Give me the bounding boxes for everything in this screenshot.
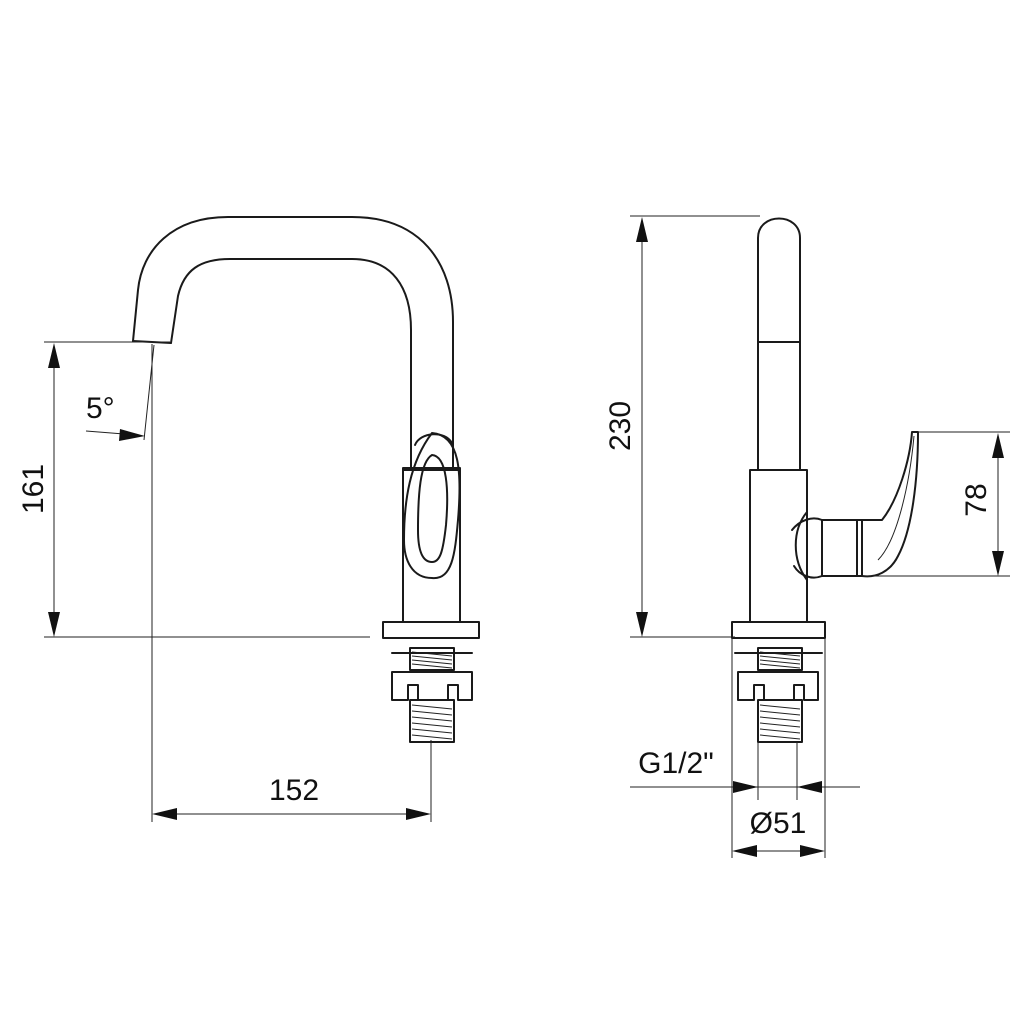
arrow-152-left	[152, 808, 177, 820]
diameter-51-label: Ø51	[750, 807, 807, 840]
arrow-78-bottom	[992, 551, 1004, 576]
arrow-thread-right	[797, 781, 822, 793]
dimension-230-label: 230	[604, 401, 637, 451]
dimension-152-label: 152	[269, 774, 319, 807]
side-shank-threads-lower	[759, 704, 801, 740]
arrow-51-right	[800, 845, 825, 857]
flow-angle-line	[143, 344, 155, 441]
lever-handle-front	[403, 432, 461, 580]
arrow-152-right	[406, 808, 431, 820]
side-base-flange	[731, 621, 826, 639]
arrow-161-top	[48, 343, 60, 368]
side-spout-pipe	[757, 217, 801, 471]
thread-label: G1/2"	[638, 747, 714, 780]
lever-handle-inner	[417, 454, 449, 563]
shank-threads-lower	[411, 704, 453, 740]
side-fixing-nut	[737, 671, 819, 701]
lever-handle-cap	[414, 433, 453, 446]
side-cartridge-housing	[821, 519, 863, 577]
arrow-thread-left	[733, 781, 758, 793]
angle-leader	[85, 430, 125, 435]
arrow-78-top	[992, 433, 1004, 458]
shank-threads-upper	[411, 651, 453, 669]
threaded-shank-upper	[409, 647, 455, 671]
side-faucet-body	[749, 469, 808, 623]
side-view: 230 78 G1/2" Ø51	[604, 215, 1010, 858]
side-lever-handle	[861, 431, 919, 578]
spout-inner-contour	[170, 258, 412, 469]
threaded-shank-lower	[409, 699, 455, 743]
side-lever-inner	[877, 435, 915, 561]
dimension-161-label: 161	[17, 464, 50, 514]
arrow-161-bottom	[48, 612, 60, 637]
front-view: 161 5° 152	[17, 216, 480, 822]
side-threaded-shank-lower	[757, 699, 803, 743]
base-flange	[382, 621, 480, 639]
side-threaded-shank-upper	[757, 647, 803, 671]
arrow-230-bottom	[636, 612, 648, 637]
arrow-230-top	[636, 217, 648, 242]
angle-arrow	[119, 429, 145, 441]
angle-5-label: 5°	[86, 392, 115, 425]
arrow-51-left	[732, 845, 757, 857]
faucet-body	[402, 467, 461, 623]
fixing-nut	[391, 671, 473, 701]
dimension-78-label: 78	[960, 483, 993, 516]
side-shank-threads-upper	[759, 651, 801, 669]
spout-outer-contour	[132, 216, 454, 469]
